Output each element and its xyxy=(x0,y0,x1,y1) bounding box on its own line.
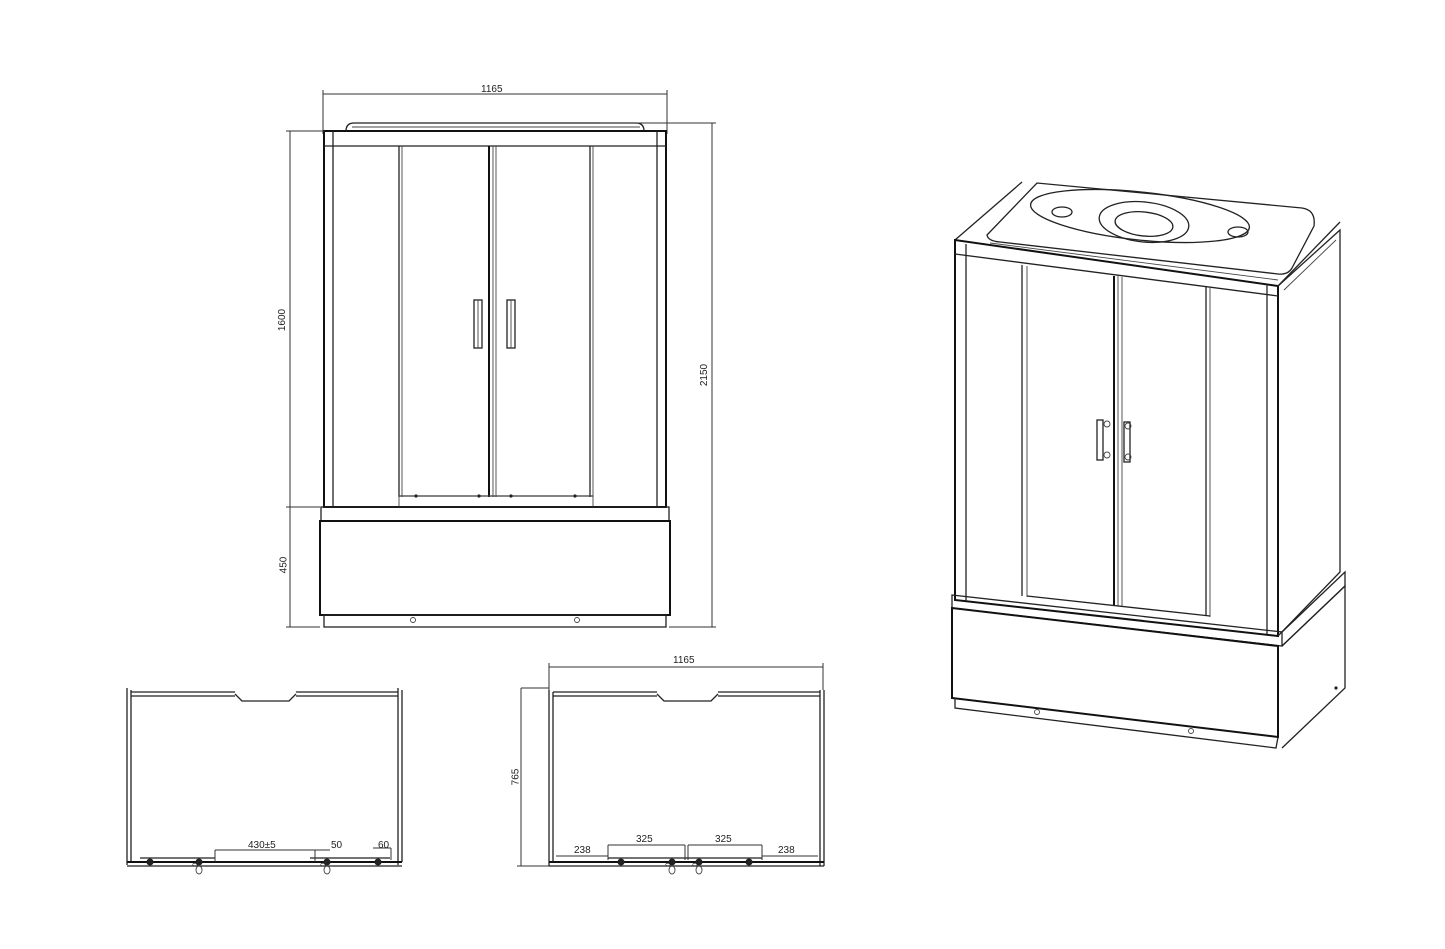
plan-right-wheel-mark-1: 0 xyxy=(665,862,673,867)
front-width-label: 1165 xyxy=(481,84,503,95)
front-upper-height-label: 1600 xyxy=(277,308,289,332)
plan-view-right xyxy=(517,663,825,875)
front-view xyxy=(286,90,716,628)
plan-right-label-325-left: 325 xyxy=(636,834,653,845)
plan-right-width-label: 1165 xyxy=(673,655,695,666)
front-total-height-label: 2150 xyxy=(699,363,711,387)
isometric-view xyxy=(951,181,1346,749)
plan-view-left xyxy=(126,688,403,875)
plan-right-label-238-right: 238 xyxy=(778,845,795,856)
plan-left-wheel-mark-2: 0 xyxy=(320,862,328,867)
plan-right-label-238-left: 238 xyxy=(574,845,591,856)
plan-left-door-width-label: 430±5 xyxy=(248,840,276,851)
plan-left-offset-label: 50 xyxy=(331,840,343,851)
plan-right-depth-label: 765 xyxy=(510,768,522,786)
plan-right-label-325-right: 325 xyxy=(715,834,732,845)
plan-right-wheel-mark-2: 0 xyxy=(692,862,700,867)
plan-left-wheel-mark-1: 0 xyxy=(192,862,200,867)
front-tray-height-label: 450 xyxy=(278,556,290,574)
plan-left-edge-label: 60 xyxy=(378,840,390,851)
